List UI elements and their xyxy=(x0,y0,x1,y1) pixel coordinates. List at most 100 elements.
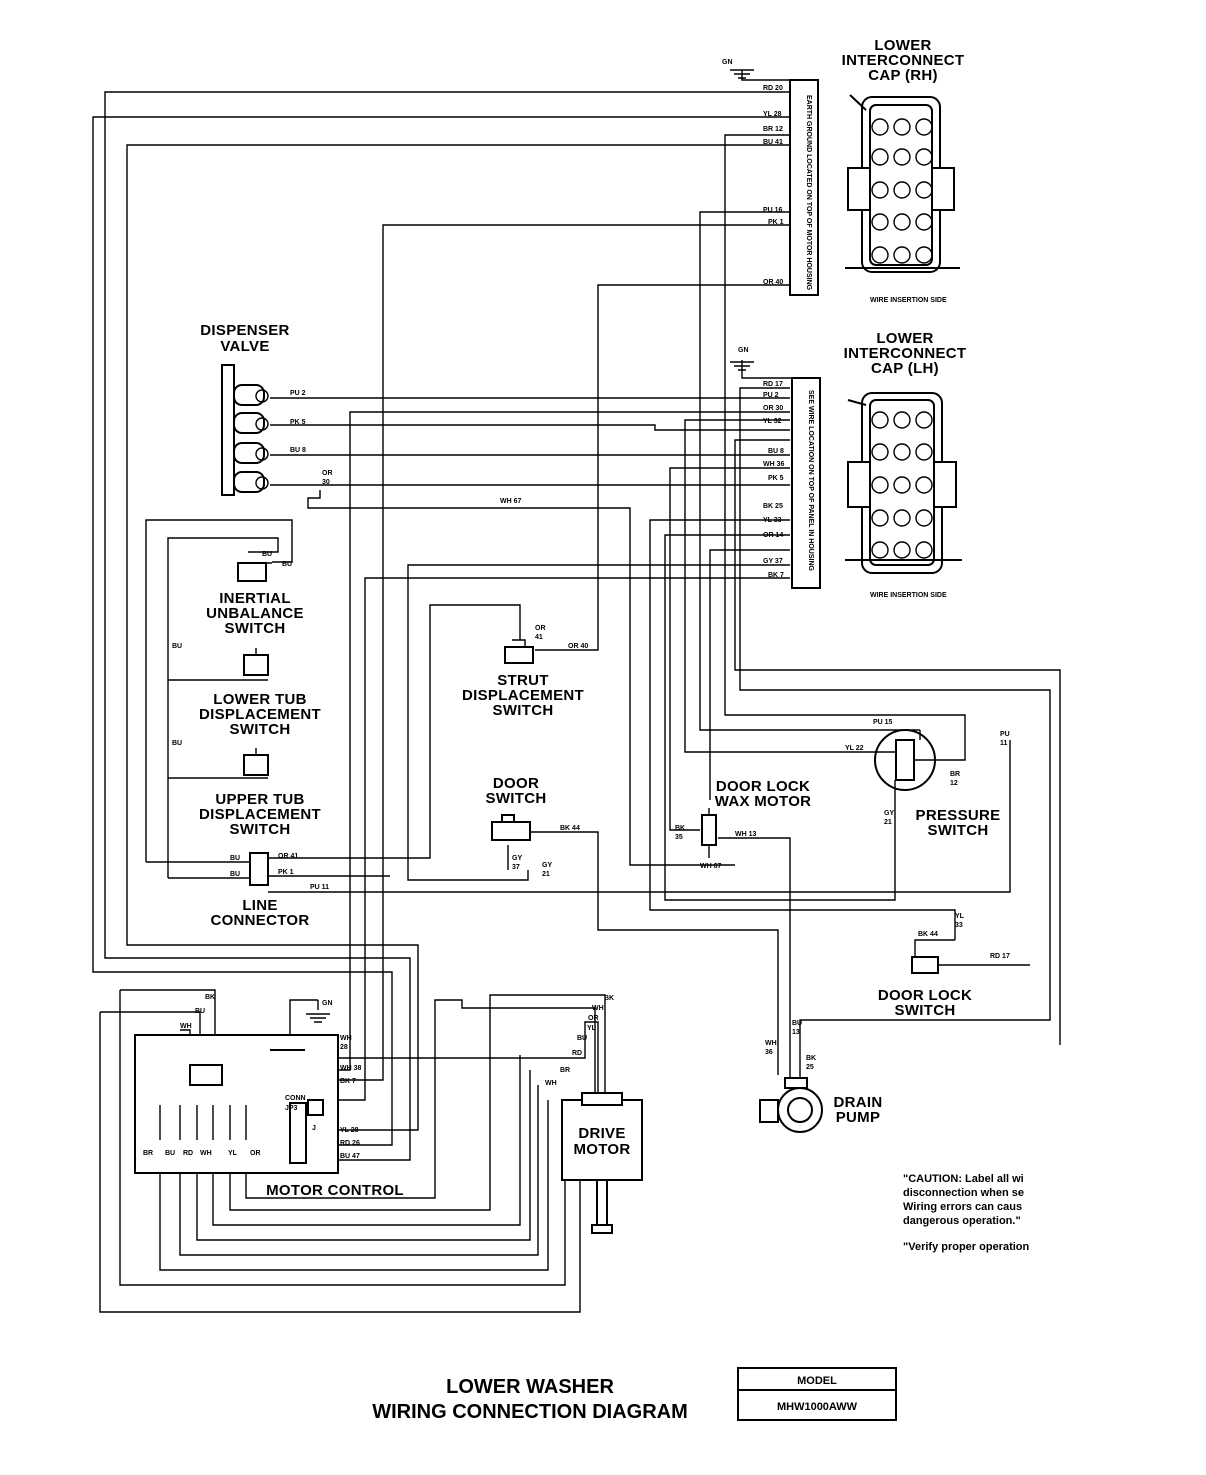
dispenser-valve: PU 2 PK 5 BU 8 OR 30 WH 67 xyxy=(221,364,522,505)
wire-label: "CAUTION: Label all wi xyxy=(903,1173,1024,1185)
door-switch: BK 44 GY 37 GY 21 xyxy=(491,814,580,878)
wire-label: WH 38 xyxy=(340,1065,362,1072)
wire-label: BK xyxy=(205,994,215,1001)
motor-control: GN BK BU WH WH 28 WH 38 BK 7 YL 28 RD 26… xyxy=(134,994,362,1174)
label-yl28: YL 28 xyxy=(763,111,782,118)
wire-label: DISPLACEMENT xyxy=(199,706,321,723)
wire-label: 28 xyxy=(340,1044,348,1051)
wire-label: YL 22 xyxy=(845,745,864,752)
cap-rh-label-2: INTERCONNECT xyxy=(842,52,965,69)
wire-label: OR xyxy=(322,470,333,477)
wire-label: SWITCH xyxy=(493,702,554,719)
wire-label: OR 40 xyxy=(568,643,588,650)
wire-label: CONN xyxy=(285,1095,306,1102)
wire-label: 33 xyxy=(955,922,963,929)
label-gn-top: GN xyxy=(722,59,733,66)
model-header: MODEL xyxy=(797,1375,837,1387)
wire-label: 36 xyxy=(765,1049,773,1056)
lh-connector-text: SEE WIRE LOCATION ON TOP OF PANEL IN HOU… xyxy=(807,390,814,572)
wire-label: BR xyxy=(560,1067,570,1074)
wire-label: INERTIAL xyxy=(219,590,291,607)
wire-label: 41 xyxy=(535,634,543,641)
wire-label: J xyxy=(312,1125,316,1132)
lh-connector: SEE WIRE LOCATION ON TOP OF PANEL IN HOU… xyxy=(730,347,821,589)
wire-label: BK 25 xyxy=(763,503,783,510)
label-br12: BR 12 xyxy=(763,126,783,133)
wire-label: RD 17 xyxy=(763,381,783,388)
wire-label: PU 2 xyxy=(290,390,306,397)
wire-label: BU xyxy=(282,561,292,568)
wire-label: PUMP xyxy=(836,1109,881,1126)
wire-label: SWITCH xyxy=(230,721,291,738)
wire-label: 11 xyxy=(1000,740,1008,747)
wire-label: DOOR LOCK xyxy=(878,987,972,1004)
lh-cap-drawing: WIRE INSERTION SIDE xyxy=(845,392,962,599)
dispenser-label-2: VALVE xyxy=(220,338,269,355)
wire-label: WH xyxy=(765,1040,777,1047)
wire-label: PK 5 xyxy=(290,419,306,426)
wire-label: 25 xyxy=(806,1064,814,1071)
wire-label: WH 36 xyxy=(763,461,785,468)
wire-label: RD 17 xyxy=(990,953,1010,960)
wire-label: GY xyxy=(542,862,552,869)
wire-label: BK xyxy=(806,1055,816,1062)
wire-label: MOTOR xyxy=(573,1141,630,1158)
wire-label: BK 44 xyxy=(560,825,580,832)
wire-label: BU xyxy=(792,1020,802,1027)
wire-label: Wiring errors can caus xyxy=(903,1201,1022,1213)
cap-lh-label-3: CAP (LH) xyxy=(871,360,939,377)
wire-label: YL 32 xyxy=(763,418,782,425)
wire-label: GY xyxy=(884,810,894,817)
wire-label: YL xyxy=(587,1025,597,1032)
wire-label: 21 xyxy=(542,871,550,878)
dispenser-label-1: DISPENSER xyxy=(200,322,289,339)
drive-motor: BK WH OR YL BU RD BR WH xyxy=(545,995,643,1234)
wire-label: LINE xyxy=(242,897,277,914)
wire-label: WAX MOTOR xyxy=(715,793,812,810)
wire-label: SWITCH xyxy=(486,790,547,807)
wire-label: UPPER TUB xyxy=(215,791,304,808)
wire-label: PRESSURE xyxy=(916,807,1001,824)
wire-label: BU xyxy=(165,1150,175,1157)
wire-label: WH xyxy=(180,1023,192,1030)
wire-label: SWITCH xyxy=(225,620,286,637)
wire-label: OR 30 xyxy=(763,405,783,412)
wire-label: LOWER TUB xyxy=(213,691,307,708)
wire-label: DRAIN xyxy=(834,1094,883,1111)
wire-label: WH xyxy=(340,1035,352,1042)
wire-label: BK xyxy=(604,995,614,1002)
wire-label: YL 28 xyxy=(340,1127,359,1134)
wire-label: UNBALANCE xyxy=(206,605,304,622)
wire-label: SWITCH xyxy=(230,821,291,838)
wire-label: 21 xyxy=(884,819,892,826)
wire-label: SWITCH xyxy=(895,1002,956,1019)
wire-label: BK 7 xyxy=(768,572,784,579)
wire-label: YL xyxy=(955,913,965,920)
wire-label: BU xyxy=(262,551,272,558)
wire-label: WH 67 xyxy=(700,863,722,870)
label-pu16: PU 16 xyxy=(763,207,783,214)
wire-label: SWITCH xyxy=(928,822,989,839)
rh-caption: WIRE INSERTION SIDE xyxy=(870,297,947,304)
drain-pump: WH 36 BU 13 BK 25 xyxy=(759,1020,823,1133)
wire-label: WH xyxy=(592,1005,604,1012)
cap-lh-label-2: INTERCONNECT xyxy=(844,345,967,362)
wire-label: OR 41 xyxy=(278,853,298,860)
line-connector: BU OR 41 BU PK 1 PU 11 xyxy=(230,852,329,891)
cap-rh-label-3: CAP (RH) xyxy=(868,67,938,84)
motor-control-label: MOTOR CONTROL xyxy=(266,1182,404,1199)
label-or40: OR 40 xyxy=(763,279,783,286)
cap-lh-label-1: LOWER xyxy=(876,330,933,347)
wire-label: BR xyxy=(143,1150,153,1157)
wire-label: PU xyxy=(1000,731,1010,738)
wire-label: disconnection when se xyxy=(903,1187,1024,1199)
wire-label: DISPLACEMENT xyxy=(462,687,584,704)
wire-label: WH 67 xyxy=(500,498,522,505)
wire-label: 37 xyxy=(512,864,520,871)
wire-label: RD 26 xyxy=(340,1140,360,1147)
wire-label: RD xyxy=(183,1150,193,1157)
rh-cap-drawing: WIRE INSERTION SIDE xyxy=(845,94,960,304)
wire-label: PU 2 xyxy=(763,392,779,399)
wire-label: PU 15 xyxy=(873,719,893,726)
